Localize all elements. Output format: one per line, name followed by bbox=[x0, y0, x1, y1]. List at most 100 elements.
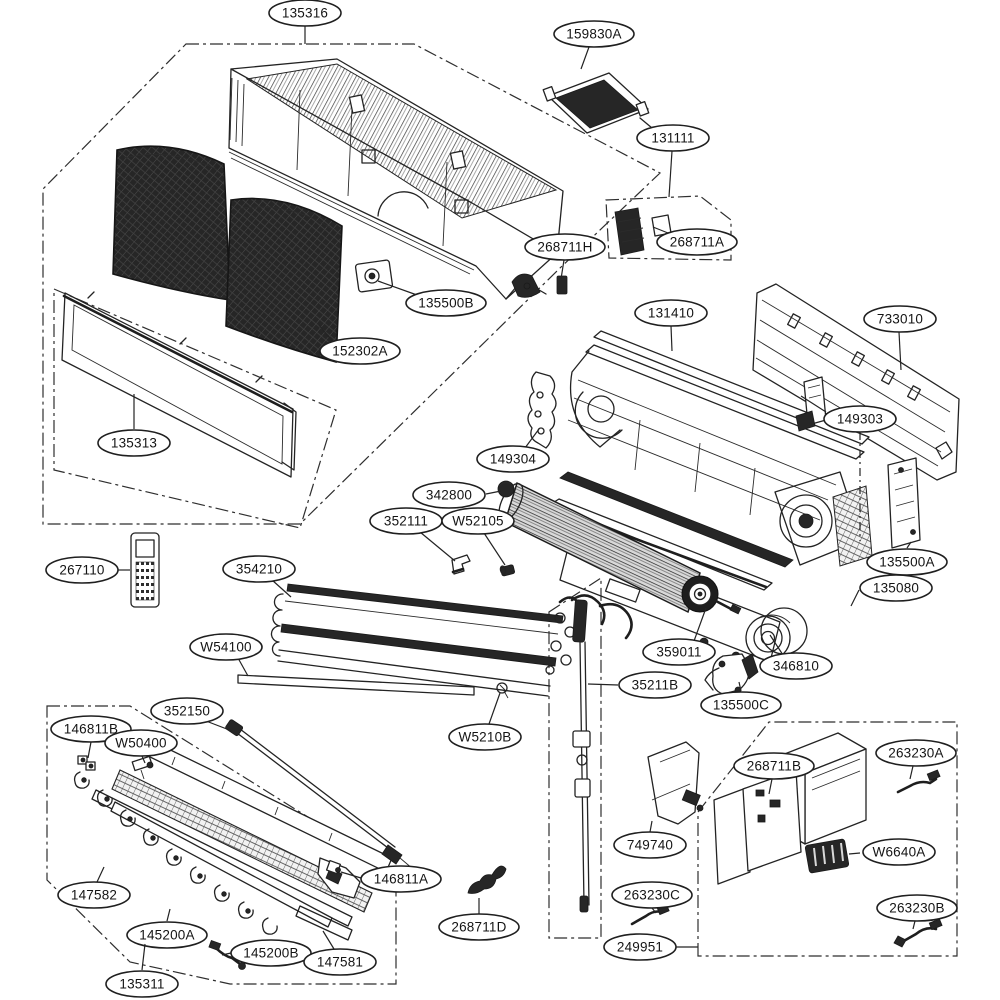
air-filter-right-art bbox=[225, 197, 343, 364]
leader-line-135500C bbox=[738, 681, 742, 692]
part-number-135311: 135311 bbox=[119, 977, 164, 992]
part-callout-749740: 749740 bbox=[613, 820, 687, 859]
part-callout-145200B: 145200B bbox=[221, 939, 312, 967]
part-callout-W54100: W54100 bbox=[189, 633, 263, 677]
leader-line-146811B bbox=[87, 741, 92, 759]
part-callout-W50400: W50400 bbox=[104, 729, 178, 764]
part-callout-159830A: 159830A bbox=[553, 20, 635, 70]
leader-line-268711A bbox=[652, 226, 669, 234]
drain-hose-352150-art bbox=[225, 719, 427, 881]
part-callout-267110: 267110 bbox=[45, 556, 130, 584]
part-number-249951: 249951 bbox=[617, 940, 663, 955]
part-callout-131111: 131111 bbox=[636, 124, 710, 198]
part-ellipse-W6640A bbox=[862, 838, 936, 866]
side-panel-135500A-art bbox=[887, 457, 921, 549]
part-ellipse-W54100 bbox=[189, 633, 263, 661]
leader-line-149304 bbox=[524, 428, 540, 449]
part-ellipse-149303 bbox=[823, 405, 897, 433]
part-callout-135080: 135080 bbox=[850, 574, 933, 607]
part-number-352150: 352150 bbox=[164, 704, 210, 719]
part-number-145200A: 145200A bbox=[139, 928, 194, 943]
corner-cover-art bbox=[354, 259, 568, 295]
part-callout-149304: 149304 bbox=[476, 428, 550, 473]
display-assembly-art bbox=[542, 72, 653, 137]
evaporator-art bbox=[270, 583, 633, 697]
leader-line-346810 bbox=[769, 634, 784, 656]
part-number-268711A: 268711A bbox=[670, 235, 724, 250]
part-callout-135313: 135313 bbox=[97, 394, 171, 457]
part-number-342800: 342800 bbox=[426, 488, 472, 503]
clip-146811b-art bbox=[77, 755, 96, 771]
part-number-733010: 733010 bbox=[877, 312, 923, 327]
main-body-art bbox=[550, 330, 873, 663]
part-number-152302A: 152302A bbox=[332, 344, 387, 359]
leader-line-W54100 bbox=[237, 657, 249, 677]
front-frame-art bbox=[61, 291, 297, 478]
part-ellipse-159830A bbox=[553, 20, 635, 48]
chassis-art bbox=[228, 58, 564, 300]
part-number-W50400: W50400 bbox=[115, 736, 166, 751]
part-ellipse-135500B bbox=[405, 289, 487, 317]
part-number-149304: 149304 bbox=[490, 452, 537, 467]
part-callout-733010: 733010 bbox=[863, 305, 937, 371]
part-callout-352111: 352111 bbox=[369, 507, 456, 562]
part-number-149303: 149303 bbox=[837, 412, 883, 427]
part-callout-135316: 135316 bbox=[268, 0, 342, 44]
leader-line-W50400 bbox=[141, 755, 146, 764]
assembly-boundary-135316 bbox=[42, 43, 662, 525]
terminal-w6640a-art bbox=[804, 838, 850, 874]
part-callout-268711D: 268711D bbox=[438, 898, 520, 941]
part-callout-147582: 147582 bbox=[57, 866, 131, 909]
remote-control-art bbox=[130, 532, 160, 608]
hook-268711d-art bbox=[467, 865, 507, 894]
part-ellipse-W52105 bbox=[441, 507, 515, 535]
panel-boundary-135313 bbox=[53, 288, 337, 529]
part-callout-W5210B: W5210B bbox=[448, 692, 522, 751]
leader-line-135311 bbox=[141, 943, 146, 971]
leader-line-149303 bbox=[800, 395, 827, 413]
part-callout-268711B: 268711B bbox=[733, 752, 815, 795]
part-ellipse-145200B bbox=[230, 939, 312, 967]
part-callout-352150: 352150 bbox=[150, 697, 233, 732]
part-number-147581: 147581 bbox=[317, 955, 363, 970]
part-ellipse-354210 bbox=[222, 555, 296, 583]
part-number-W52105: W52105 bbox=[452, 514, 503, 529]
part-callout-W52105: W52105 bbox=[441, 507, 515, 566]
part-ellipse-268711B bbox=[733, 752, 815, 780]
part-number-346810: 346810 bbox=[773, 659, 819, 674]
leader-line-263230B bbox=[912, 920, 916, 930]
part-callout-152302A: 152302A bbox=[318, 324, 401, 365]
motor-mount-art bbox=[704, 653, 759, 695]
part-ellipse-268711D bbox=[438, 913, 520, 941]
thermistor-263230a-art bbox=[896, 769, 941, 794]
bracket-w50400-art bbox=[131, 755, 154, 780]
part-callout-35211B: 35211B bbox=[587, 671, 692, 699]
part-callout-263230B: 263230B bbox=[876, 894, 958, 930]
part-ellipse-135316 bbox=[268, 0, 342, 27]
leader-line-147581 bbox=[322, 930, 335, 950]
part-callout-131410: 131410 bbox=[634, 299, 708, 352]
control-boundary-249951 bbox=[697, 721, 958, 957]
part-number-263230A: 263230A bbox=[888, 746, 943, 761]
part-ellipse-131410 bbox=[634, 299, 708, 327]
leader-line-159830A bbox=[580, 46, 590, 70]
part-ellipse-267110 bbox=[45, 556, 119, 584]
bracket-149304-art bbox=[527, 371, 557, 449]
part-number-135500B: 135500B bbox=[418, 296, 473, 311]
part-callout-354210: 354210 bbox=[222, 555, 296, 598]
strip-w54100-art bbox=[237, 674, 475, 696]
part-number-352111: 352111 bbox=[384, 514, 428, 529]
leader-line-268711B bbox=[768, 778, 773, 795]
part-number-W5210B: W5210B bbox=[459, 730, 512, 745]
part-callout-268711H: 268711H bbox=[524, 233, 606, 280]
part-callout-147581: 147581 bbox=[303, 930, 377, 976]
part-ellipse-152302A bbox=[319, 337, 401, 365]
leader-line-354210 bbox=[271, 579, 292, 598]
part-callouts-layer: 135316 159830A 131111 268711H 268711A 135500B… bbox=[45, 0, 958, 998]
part-callout-W6640A: W6640A bbox=[848, 838, 936, 866]
leader-line-W5210B bbox=[488, 692, 501, 725]
part-ellipse-146811A bbox=[360, 865, 442, 893]
part-ellipse-135080 bbox=[859, 574, 933, 602]
